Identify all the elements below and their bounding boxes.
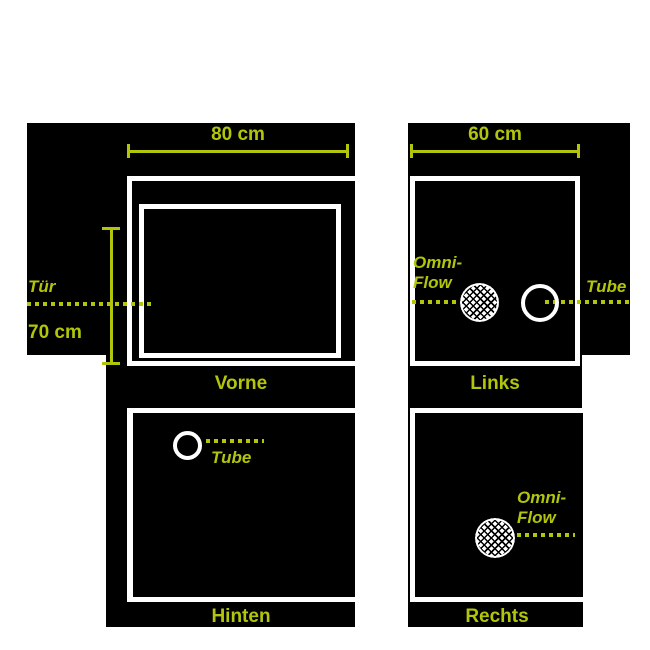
right-omniflow-annotation: Omni- Flow — [517, 488, 566, 528]
back-view-label: Hinten — [211, 606, 271, 627]
right-omniflow-annotation-line1: Omni- — [517, 488, 567, 507]
left-tube-annotation: Tube — [586, 277, 627, 296]
front-door-annotation: Tür — [28, 277, 56, 296]
front-height-dimension-tick-bottom — [102, 362, 120, 365]
left-width-dimension-tick-right — [577, 144, 580, 158]
front-height-dimension-line — [110, 227, 113, 365]
front-width-dimension-tick-left — [127, 144, 130, 158]
back-inner-outline — [127, 408, 355, 602]
back-tube-dotted-line — [206, 439, 264, 443]
tube-port-icon — [173, 431, 202, 460]
front-height-dimension-label: 70 cm — [28, 322, 82, 343]
front-door-dotted-line — [27, 302, 151, 306]
front-tent-bottom-line — [127, 361, 355, 366]
front-door-outline — [139, 204, 341, 358]
front-height-dimension-tick-top — [102, 227, 120, 230]
left-width-dimension-line — [412, 150, 578, 153]
left-omniflow-dotted-line — [412, 300, 460, 304]
left-view-panel — [408, 123, 582, 408]
left-view-right-wing — [580, 123, 630, 355]
front-tent-top-line — [127, 176, 355, 181]
left-view-label: Links — [470, 373, 520, 394]
back-view-panel — [106, 408, 355, 627]
left-omniflow-annotation: Omni- Flow — [413, 253, 462, 293]
left-width-dimension-label: 60 cm — [468, 124, 522, 145]
front-width-dimension-label: 80 cm — [211, 124, 265, 145]
front-tent-left-line — [127, 176, 132, 366]
front-width-dimension-line — [128, 150, 349, 153]
front-view-label: Vorne — [214, 373, 268, 394]
right-view-label: Rechts — [465, 606, 529, 627]
tube-port-icon — [521, 284, 559, 322]
front-width-dimension-tick-right — [346, 144, 349, 158]
left-omniflow-annotation-line2: Flow — [413, 273, 452, 292]
right-omniflow-annotation-line2: Flow — [517, 508, 556, 527]
left-width-dimension-tick-left — [410, 144, 413, 158]
back-tube-annotation: Tube — [211, 448, 252, 467]
omni-flow-vent-icon — [475, 518, 515, 558]
left-tent-outline — [410, 176, 580, 366]
left-tube-dotted-line — [545, 300, 630, 304]
front-view-left-wing — [27, 123, 106, 355]
left-omniflow-annotation-line1: Omni- — [413, 253, 463, 272]
right-omniflow-dotted-line — [517, 533, 575, 537]
right-inner-outline — [410, 408, 583, 602]
front-view-panel — [106, 123, 355, 408]
right-view-panel — [408, 408, 583, 627]
omni-flow-vent-icon — [460, 283, 499, 322]
